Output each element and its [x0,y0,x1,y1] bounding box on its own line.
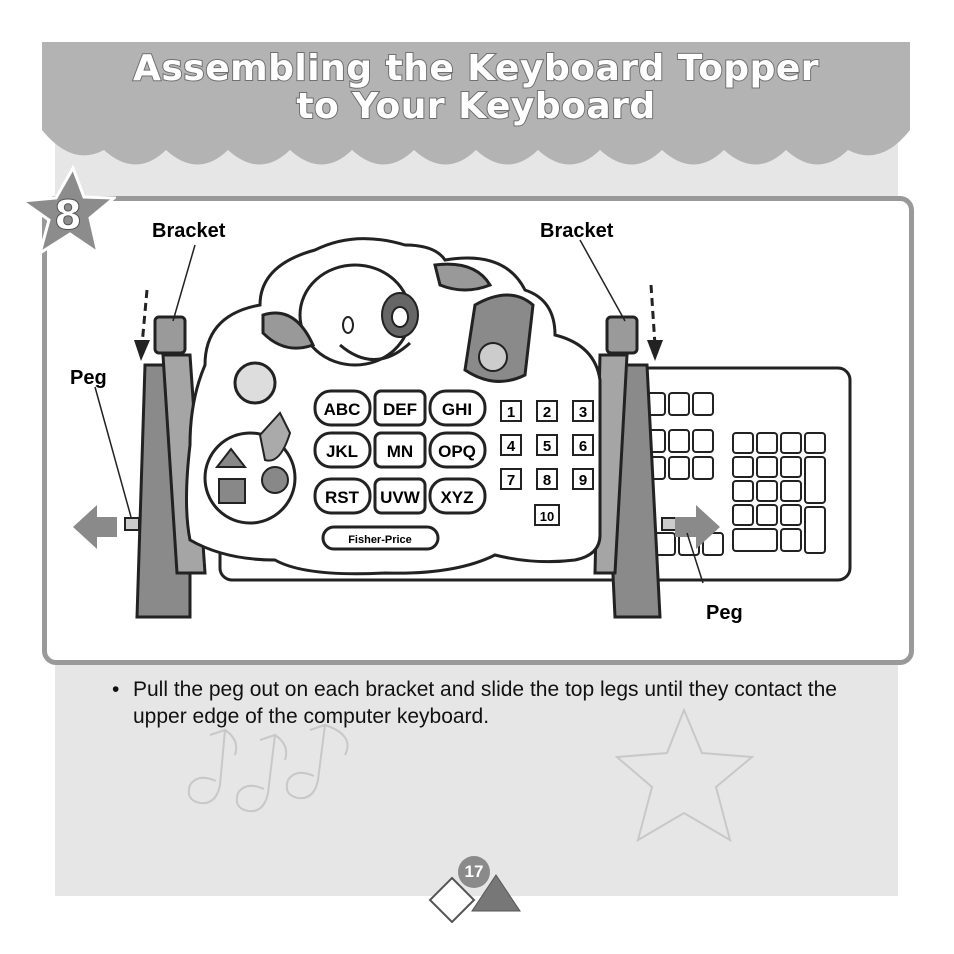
number-key: 4 [500,434,522,456]
letter-key-label: ABC [324,400,361,419]
left-arrow-icon [73,505,117,549]
header-banner [42,42,910,165]
number-key-label: 10 [540,509,554,524]
title-line-1: Assembling the Keyboard Topper [132,48,820,89]
number-key: 8 [536,468,558,490]
number-keys: 1 2 3 4 5 6 7 8 9 10 [500,400,594,526]
page-number-badge: 17 [428,853,524,923]
number-key: 2 [536,400,558,422]
circle-icon [261,466,289,494]
letter-key-label: UVW [380,488,421,507]
letter-key-label: XYZ [440,488,473,507]
peg-left-label: Peg [70,367,107,389]
keyboard-topper-illustration: ABC DEF GHI JKL MN OPQ RST UVW XYZ 1 2 3… [73,237,852,619]
letter-key: JKL [313,431,372,469]
letter-key: GHI [428,389,487,427]
letter-key: OPQ [428,431,487,469]
letter-key: MN [373,431,427,469]
letter-key: RST [313,477,372,515]
number-key-label: 4 [507,438,516,455]
number-key-label: 6 [579,438,587,455]
number-key: 1 [500,400,522,422]
letter-key: ABC [313,389,372,427]
number-key: 10 [534,504,560,526]
number-key: 6 [572,434,594,456]
title-line-2: to Your Keyboard [295,86,656,127]
peg-right-label: Peg [706,602,743,624]
music-notes-icon [187,723,349,813]
number-key: 9 [572,468,594,490]
letter-key-label: JKL [326,442,358,461]
letter-key-label: DEF [383,400,417,419]
bracket-right-label: Bracket [540,220,614,242]
step-number: 8 [54,193,82,239]
triangle-icon [471,874,521,912]
letter-key-label: OPQ [438,442,476,461]
number-key-label: 1 [507,404,515,421]
number-key: 3 [572,400,594,422]
step-star-icon: 8 [18,165,116,257]
number-key-label: 9 [579,472,587,489]
diamond-icon [428,876,476,923]
instruction-text: • Pull the peg out on each bracket and s… [112,676,872,730]
brand-plate: Fisher-Price [321,525,440,551]
bracket-left-label: Bracket [152,220,226,242]
letter-key: UVW [373,477,427,515]
bullet: • [112,678,120,701]
number-key-label: 2 [543,404,551,421]
number-key: 5 [536,434,558,456]
triangle-icon [214,447,248,468]
number-key: 7 [500,468,522,490]
page-number: 17 [458,856,490,888]
page-title: Assembling the Keyboard Topper to Your K… [42,48,910,127]
callout-lines [94,239,704,584]
square-icon [218,478,246,504]
number-key-label: 5 [543,438,551,455]
right-bracket [593,315,677,619]
dashed-arrows [134,284,663,361]
letter-key-label: RST [325,488,360,507]
star-icon [614,707,755,843]
right-arrow-icon [675,505,720,549]
brand-logo: Fisher-Price [348,534,412,546]
letter-key: XYZ [428,477,487,515]
number-key-label: 8 [543,472,551,489]
letter-key: DEF [373,389,427,427]
letter-keys: ABC DEF GHI JKL MN OPQ RST UVW XYZ [313,389,487,515]
instruction-body: Pull the peg out on each bracket and sli… [133,678,837,728]
letter-key-label: MN [387,442,413,461]
number-key-label: 3 [579,404,587,421]
number-key-label: 7 [507,472,515,489]
letter-key-label: GHI [442,400,472,419]
